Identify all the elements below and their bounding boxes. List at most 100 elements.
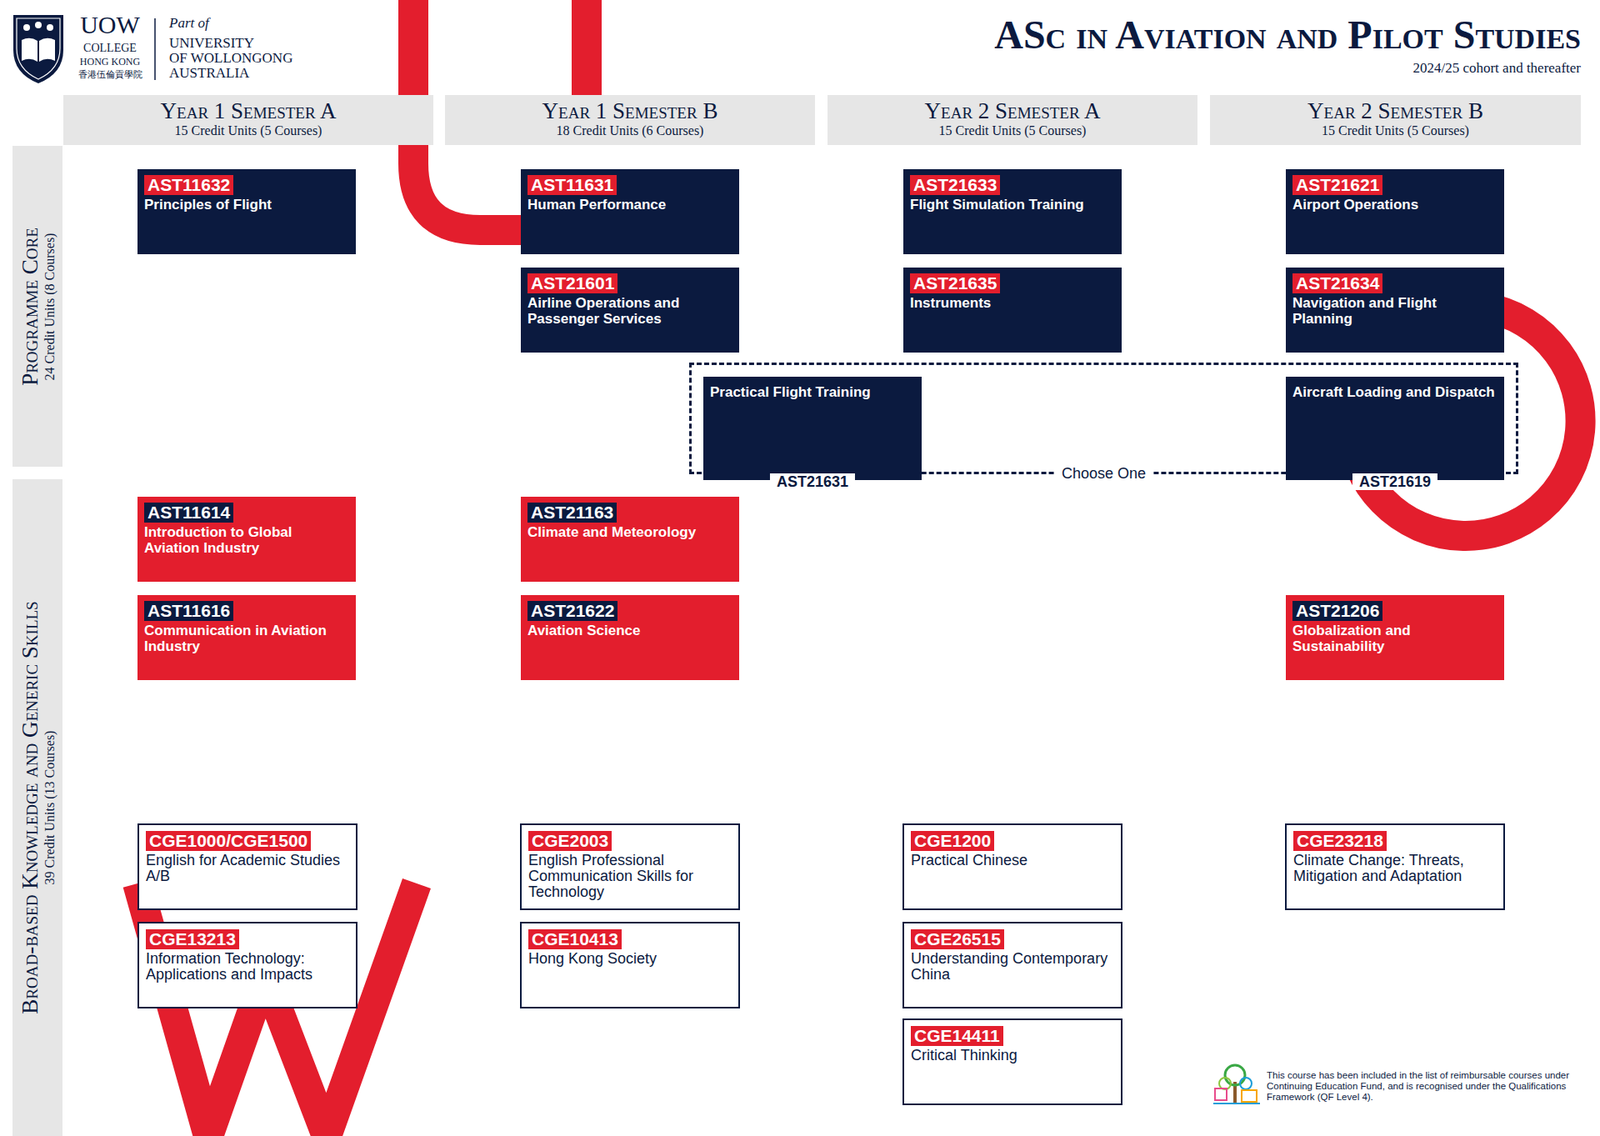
course-title: Critical Thinking: [910, 1047, 1115, 1064]
course-code: CGE26515: [910, 929, 1005, 950]
tree-crown: [1225, 1065, 1245, 1085]
credit-note: 15 Credit Units (5 Courses): [1210, 123, 1581, 139]
course-code: AST21622: [527, 600, 618, 621]
course-title: English for Academic Studies A/B: [145, 852, 350, 885]
logo-text: UOW: [66, 11, 154, 39]
course-title: Principles of Flight: [144, 196, 350, 213]
course-title: Climate and Meteorology: [527, 524, 733, 540]
course-code: AST21601: [527, 273, 618, 294]
course-code: AST21633: [910, 175, 1000, 195]
course-code: AST11631: [527, 175, 617, 195]
course-code: AST21163: [527, 502, 617, 523]
general-course-box: CGE26515Understanding Contemporary China: [902, 921, 1123, 1009]
book-block: [1215, 1088, 1227, 1100]
general-course-box: CGE2003English Professional Communicatio…: [520, 823, 740, 910]
band-heading: Year 2 Semester B: [1210, 98, 1581, 124]
core-course-box: AST11631Human Performance: [520, 169, 740, 255]
course-title: Introduction to Global Aviation Industry: [144, 524, 350, 556]
course-code: CGE1000/CGE1500: [145, 830, 311, 851]
course-code: AST21206: [1292, 600, 1383, 621]
logo-text: HONG KONG: [66, 55, 154, 68]
knowledge-course-box: AST21622Aviation Science: [520, 595, 740, 680]
logo-text: 香港伍倫貢學院: [66, 69, 154, 81]
course-code: AST21634: [1292, 273, 1383, 294]
knowledge-course-box: AST11616Communication in Aviation Indust…: [137, 595, 356, 680]
shield-inner: [16, 18, 60, 80]
core-course-box: AST21631Practical Flight Training: [703, 376, 922, 480]
course-code: CGE1200: [910, 830, 995, 851]
course-title: Communication in Aviation Industry: [144, 622, 350, 655]
credit-note: 39 Credit Units (13 Courses): [42, 487, 58, 1128]
general-course-box: CGE13213Information Technology: Applicat…: [137, 921, 358, 1009]
course-code: AST11632: [144, 175, 234, 195]
course-title: Practical Flight Training: [710, 384, 915, 400]
category-band: Broad-based Knowledge and Generic Skills…: [12, 479, 63, 1136]
semester-header: Year 2 Semester B15 Credit Units (5 Cour…: [1210, 95, 1581, 145]
course-code: CGE14411: [910, 1025, 1004, 1046]
band-heading: Year 1 Semester B: [445, 98, 815, 124]
semester-header: Year 1 Semester B18 Credit Units (6 Cour…: [445, 95, 815, 145]
course-title: Hong Kong Society: [528, 950, 732, 967]
core-course-box: AST21601Airline Operations and Passenger…: [520, 267, 740, 353]
shield-mark: [35, 21, 42, 29]
red-stroke: [571, 0, 602, 97]
credit-note: 15 Credit Units (5 Courses): [827, 123, 1198, 139]
band-heading: Programme Core: [17, 154, 43, 459]
core-course-box: AST21634Navigation and Flight Planning: [1285, 267, 1505, 353]
general-course-box: CGE10413Hong Kong Society: [520, 921, 740, 1009]
ground-line: [1213, 1102, 1260, 1105]
general-course-box: CGE1200Practical Chinese: [902, 823, 1123, 910]
course-code: CGE13213: [145, 929, 240, 950]
semester-header: Year 2 Semester A15 Credit Units (5 Cour…: [827, 95, 1198, 145]
course-title: Globalization and Sustainability: [1292, 622, 1498, 655]
course-title: Instruments: [910, 295, 1115, 311]
footnote: This course has been included in the lis…: [1266, 1070, 1582, 1103]
shield-mark: [23, 24, 30, 31]
course-title: Navigation and Flight Planning: [1292, 295, 1498, 327]
credit-note: 18 Credit Units (6 Courses): [445, 123, 815, 139]
category-band: Programme Core24 Credit Units (8 Courses…: [12, 145, 63, 467]
rotated-label: Programme Core24 Credit Units (8 Courses…: [17, 154, 58, 459]
logo-divider: [154, 18, 156, 80]
course-code: AST11616: [144, 600, 234, 621]
elective-group: Choose OneAST21631Practical Flight Train…: [689, 362, 1519, 475]
course-title: Aircraft Loading and Dispatch: [1292, 384, 1498, 400]
general-course-box: CGE1000/CGE1500English for Academic Stud…: [137, 823, 358, 910]
shield-outline: [13, 15, 64, 84]
credit-note: 24 Credit Units (8 Courses): [42, 154, 58, 459]
band-heading: Year 2 Semester A: [827, 98, 1198, 124]
core-course-box: AST21621Airport Operations: [1285, 169, 1505, 255]
course-code: AST21635: [910, 273, 1000, 294]
course-code: AST21619: [1352, 473, 1438, 490]
course-title: English Professional Communication Skill…: [528, 852, 732, 900]
course-code: CGE23218: [1293, 830, 1387, 851]
course-title: Airport Operations: [1292, 196, 1498, 213]
course-code: AST21631: [770, 473, 855, 490]
course-title: Understanding Contemporary China: [910, 950, 1115, 983]
course-title: Information Technology: Applications and…: [145, 950, 350, 983]
knowledge-course-box: AST11614Introduction to Global Aviation …: [137, 496, 356, 582]
course-title: Aviation Science: [527, 622, 733, 639]
course-title: Practical Chinese: [910, 852, 1115, 869]
course-title: Airline Operations and Passenger Service…: [527, 295, 733, 327]
course-title: Climate Change: Threats, Mitigation and …: [1293, 852, 1497, 885]
logo-shield: [13, 15, 64, 84]
core-course-box: AST11632Principles of Flight: [137, 169, 356, 255]
logo-text: COLLEGE: [66, 41, 154, 55]
book-right: [39, 38, 55, 62]
general-course-box: CGE23218Climate Change: Threats, Mitigat…: [1285, 823, 1505, 910]
affiliation-text: Part of: [169, 15, 336, 31]
core-course-box: AST21635Instruments: [903, 267, 1122, 353]
cef-icon: [1213, 1065, 1260, 1104]
general-course-box: CGE14411Critical Thinking: [902, 1018, 1123, 1105]
course-code: CGE2003: [528, 830, 612, 851]
course-code: CGE10413: [528, 929, 622, 950]
course-title: Human Performance: [527, 196, 733, 213]
credit-note: 15 Credit Units (5 Courses): [63, 123, 434, 139]
page-title: ASc in Aviation and Pilot Studies: [833, 13, 1581, 57]
band-heading: Broad-based Knowledge and Generic Skills: [17, 487, 43, 1128]
core-course-box: AST21633Flight Simulation Training: [903, 169, 1122, 255]
book-left: [21, 38, 38, 62]
course-code: AST11614: [144, 502, 234, 523]
shield-mark: [46, 24, 54, 31]
